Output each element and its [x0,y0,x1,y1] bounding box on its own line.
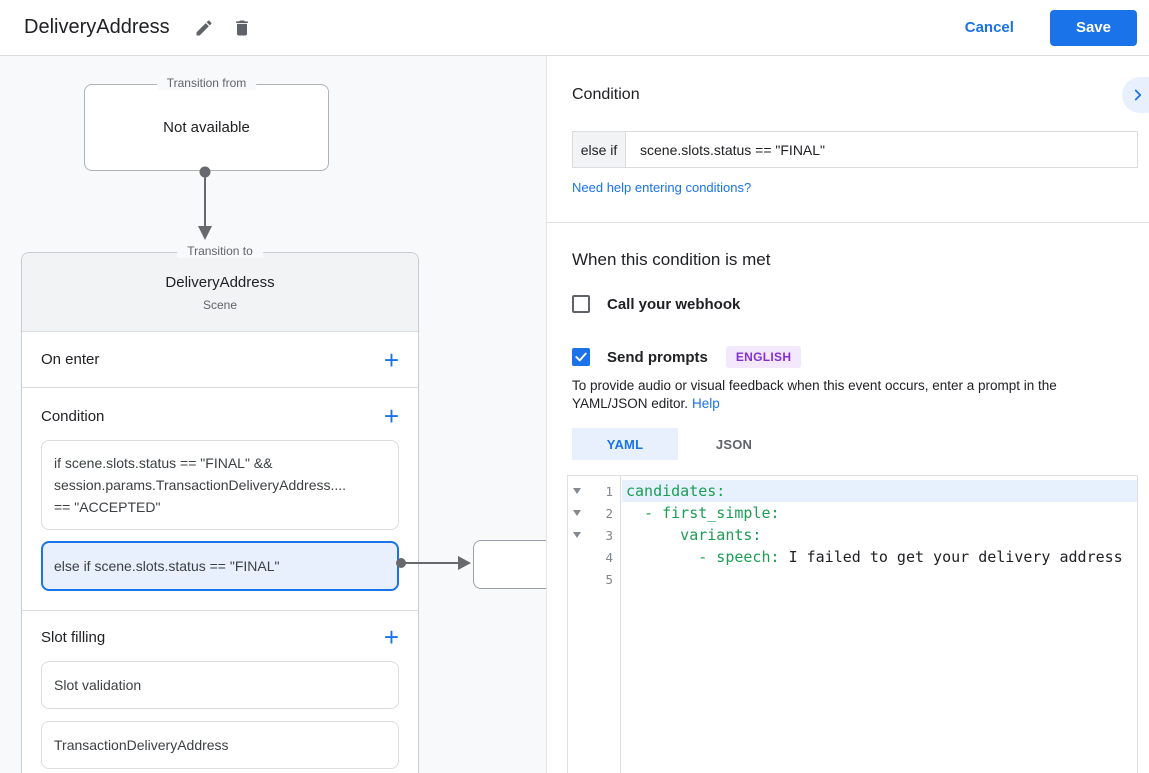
scene-title: DeliveryAddress [165,274,275,291]
scene-card: Transition to DeliveryAddress Scene On e… [21,244,419,773]
fold-arrow-icon[interactable] [573,532,581,538]
condition-expression-row: else if scene.slots.status == "FINAL" [572,131,1138,168]
line-number: 1 [605,483,613,499]
prompt-description: To provide audio or visual feedback when… [572,378,1057,411]
collapse-panel-button[interactable] [1122,77,1149,113]
add-on-enter-button[interactable]: + [383,344,399,375]
edit-icon[interactable] [192,16,216,40]
check-icon [575,352,587,362]
gutter-line: 2 [568,502,620,524]
code-line: candidates: [622,480,1137,502]
on-enter-label: On enter [41,351,100,368]
flow-canvas: Transition from Not available Transition… [0,56,546,773]
transition-from-box: Transition from Not available [84,76,329,171]
condition-label: Condition [41,407,105,425]
gutter-line: 4 [568,546,620,568]
language-badge: ENGLISH [725,346,802,368]
top-bar: DeliveryAddress Cancel Save [0,0,1149,56]
slot-item[interactable]: TransactionDeliveryAddress [41,721,399,769]
transition-target-box[interactable] [473,540,546,589]
scene-card-header[interactable]: DeliveryAddress Scene [22,253,418,332]
editor-format-tabs: YAML JSON [572,428,790,460]
condition-prefix: else if [572,131,626,168]
scene-type: Scene [202,298,238,312]
fold-arrow-icon[interactable] [573,488,581,494]
webhook-checkbox[interactable] [572,295,590,313]
page-title: DeliveryAddress [24,16,170,38]
add-slot-button[interactable]: + [383,622,399,652]
line-number: 3 [605,527,613,543]
panel-divider [547,222,1149,223]
fold-arrow-icon[interactable] [573,510,581,516]
code-line: variants: [626,526,762,544]
condition-item[interactable]: if scene.slots.status == "FINAL" && sess… [41,440,399,530]
webhook-label: Call your webhook [607,295,741,313]
transition-from-value: Not available [163,119,250,136]
condition-item-selected[interactable]: else if scene.slots.status == "FINAL" [41,541,399,591]
condition-expression-input[interactable]: scene.slots.status == "FINAL" [626,131,1138,168]
slot-item[interactable]: Slot validation [41,661,399,709]
send-prompts-label: Send prompts [607,348,708,366]
save-button[interactable]: Save [1049,9,1137,46]
detail-panel: Condition else if scene.slots.status == … [546,56,1149,773]
send-prompts-checkbox[interactable] [572,348,590,366]
condition-section: Condition + if scene.slots.status == "FI… [22,388,418,611]
editor-gutter: 1 2 3 4 5 [568,476,621,773]
code-line [622,568,1137,590]
send-prompts-row: Send prompts ENGLISH [572,346,802,368]
panel-heading: Condition [572,86,640,103]
prompt-help-link[interactable]: Help [692,395,720,411]
slot-filling-label: Slot filling [41,628,106,646]
tab-json[interactable]: JSON [715,436,753,452]
tab-yaml[interactable]: YAML [572,428,678,460]
code-line: - speech: I failed to get your delivery … [626,548,1123,566]
cancel-button[interactable]: Cancel [964,19,1014,36]
on-enter-section: On enter + [22,332,418,388]
webhook-row: Call your webhook [572,295,740,313]
transition-to-label: Transition to [177,244,263,258]
conditions-help-link[interactable]: Need help entering conditions? [572,180,752,195]
add-condition-button[interactable]: + [383,401,399,431]
yaml-code-editor[interactable]: 1 2 3 4 5 candidates: - first_simple: [567,475,1138,773]
when-condition-heading: When this condition is met [572,250,771,269]
gutter-line: 3 [568,524,620,546]
gutter-line: 1 [568,480,620,502]
editor-code-area[interactable]: candidates: - first_simple: variants: - … [622,476,1137,773]
chevron-right-icon [1134,89,1142,101]
delete-icon[interactable] [230,16,254,40]
transition-from-label: Transition from [156,76,257,90]
code-line: - first_simple: [626,504,780,522]
line-number: 2 [605,505,613,521]
line-number: 4 [605,549,613,565]
line-number: 5 [605,571,613,587]
gutter-line: 5 [568,568,620,590]
slot-filling-section: Slot filling + Slot validation Transacti… [22,611,418,773]
